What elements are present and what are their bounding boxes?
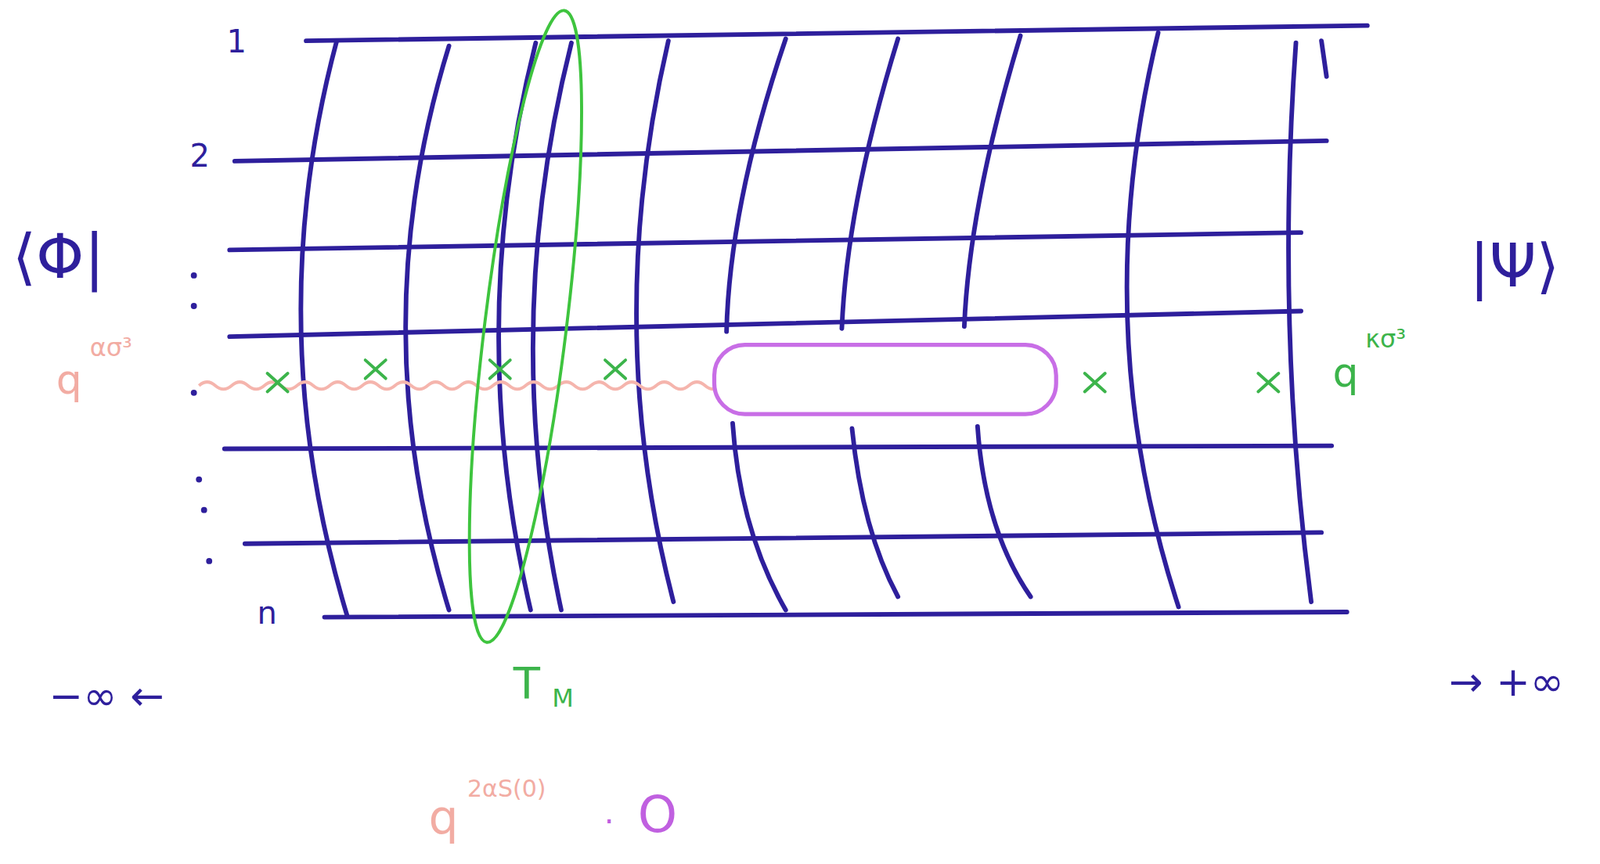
vertical-lines <box>300 32 1327 616</box>
dot <box>190 389 198 397</box>
cross-mark <box>490 360 511 379</box>
column-line <box>841 39 898 329</box>
transfer-matrix-loop <box>446 5 606 648</box>
cross-mark <box>1084 373 1106 392</box>
direction-label: → +∞ <box>1448 661 1564 703</box>
column-line <box>1127 32 1179 608</box>
operator-insertion <box>714 345 1057 415</box>
column-line <box>1288 43 1312 602</box>
cross-mark <box>267 373 289 392</box>
bra-state: ⟨Φ| <box>12 226 105 288</box>
twist-symbol: q <box>56 359 83 400</box>
end-tick <box>1321 40 1327 77</box>
operator-label: O <box>637 789 678 840</box>
horizontal-lines <box>224 25 1368 618</box>
row-number: n <box>257 597 278 629</box>
direction-label: −∞ ← <box>49 675 165 717</box>
prefactor-symbol: q <box>428 793 459 841</box>
row-line <box>234 140 1327 162</box>
cross-mark <box>1257 373 1279 392</box>
transfer-matrix-label: T <box>513 661 541 706</box>
row-line <box>229 232 1301 250</box>
column-line <box>977 426 1031 598</box>
ket-state: |Ψ⟩ <box>1469 236 1560 296</box>
ellipsis-dots <box>190 272 213 565</box>
product-dot: · <box>604 806 615 838</box>
dot <box>195 476 202 483</box>
cross-mark <box>365 360 386 379</box>
top-line <box>306 25 1368 42</box>
column-line <box>726 39 786 332</box>
column-line <box>964 36 1021 327</box>
row-number: 2 <box>189 140 210 172</box>
column-line <box>300 40 347 616</box>
bottom-line <box>324 612 1348 618</box>
twist-symbol: q <box>1332 352 1359 393</box>
row-line <box>229 311 1301 338</box>
prefactor-exponent: 2αS(0) <box>467 777 546 801</box>
row-line <box>224 446 1332 450</box>
dot <box>190 272 198 279</box>
row-number: 1 <box>226 25 246 58</box>
column-line <box>405 46 449 611</box>
column-line <box>636 40 674 602</box>
column-line <box>851 428 898 597</box>
twist-exponent: ασ³ <box>90 335 133 361</box>
transfer-matrix-subscript: M <box>551 685 574 711</box>
cross-mark <box>605 360 626 379</box>
dot <box>205 558 213 565</box>
dot <box>190 302 198 310</box>
twist-exponent: κσ³ <box>1365 326 1406 352</box>
dot <box>201 507 208 514</box>
column-line <box>732 423 786 611</box>
